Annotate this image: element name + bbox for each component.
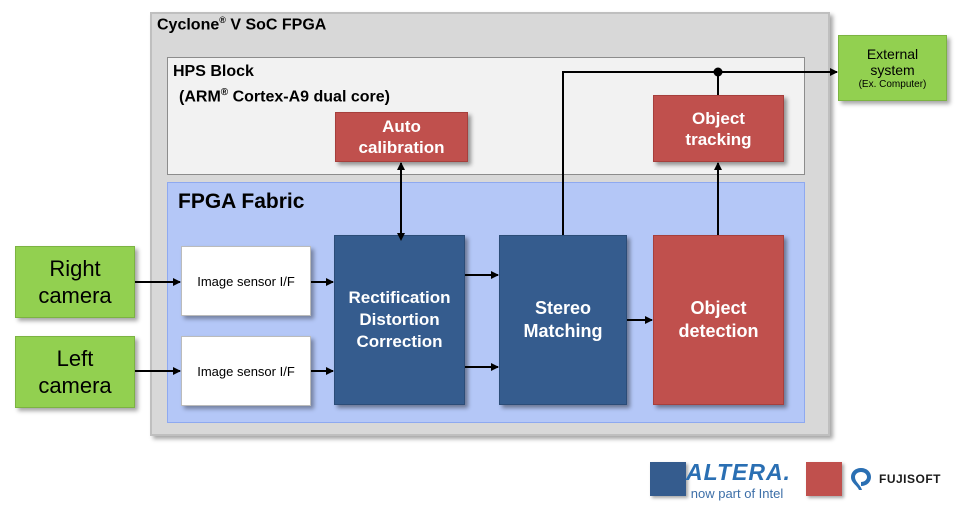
hps-title: HPS Block (ARM® Cortex-A9 dual core) (173, 61, 390, 107)
image-sensor-if-left: Image sensor I/F (181, 336, 311, 406)
fujisoft-logo: FUJISOFT (847, 465, 941, 493)
image-sensor-if-right: Image sensor I/F (181, 246, 311, 316)
fujisoft-mark-icon (851, 468, 871, 490)
line-stereo-to-external (562, 68, 838, 235)
fpga-title: FPGA Fabric (178, 190, 305, 213)
hps-title-line2: (ARM® Cortex-A9 dual core) (179, 87, 390, 106)
legend-altera-swatch (650, 462, 686, 496)
altera-logo: ALTERA. now part of Intel (686, 459, 791, 501)
junction-dot (713, 67, 723, 77)
cyclone-title: Cyclone® V SoC FPGA (157, 15, 327, 34)
hps-title-line1: HPS Block (173, 63, 254, 80)
legend-fujisoft-swatch (806, 462, 842, 496)
external-system-block: External system (Ex. Computer) (838, 35, 947, 101)
